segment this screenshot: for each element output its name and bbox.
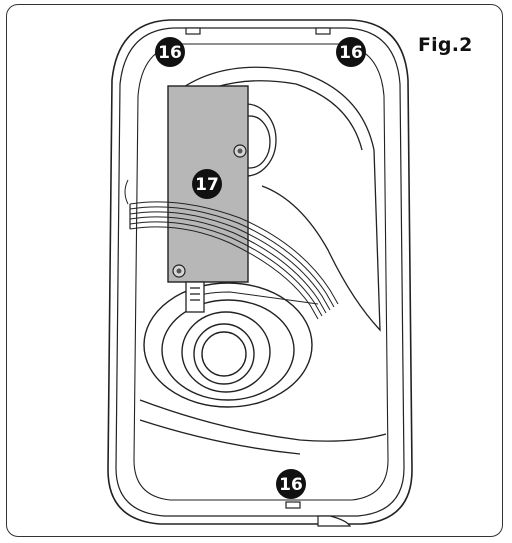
ribbon-cable	[124, 179, 339, 320]
cable-connector	[185, 281, 205, 313]
callout-label-bottom: 16	[279, 475, 303, 495]
callout-label-top-right: 16	[339, 43, 363, 63]
callout-label-top-left: 16	[158, 43, 182, 63]
callout-top-left: 16	[155, 37, 185, 67]
clip-tabs	[185, 27, 352, 527]
callout-board: 17	[192, 169, 222, 199]
housing-outline	[107, 19, 413, 525]
callout-top-right: 16	[336, 37, 366, 67]
callout-bottom: 16	[276, 469, 306, 499]
callout-label-board: 17	[195, 175, 219, 195]
figure-label: Fig.2	[418, 34, 473, 56]
sensor-lens	[143, 282, 313, 408]
figure-frame	[6, 4, 503, 537]
